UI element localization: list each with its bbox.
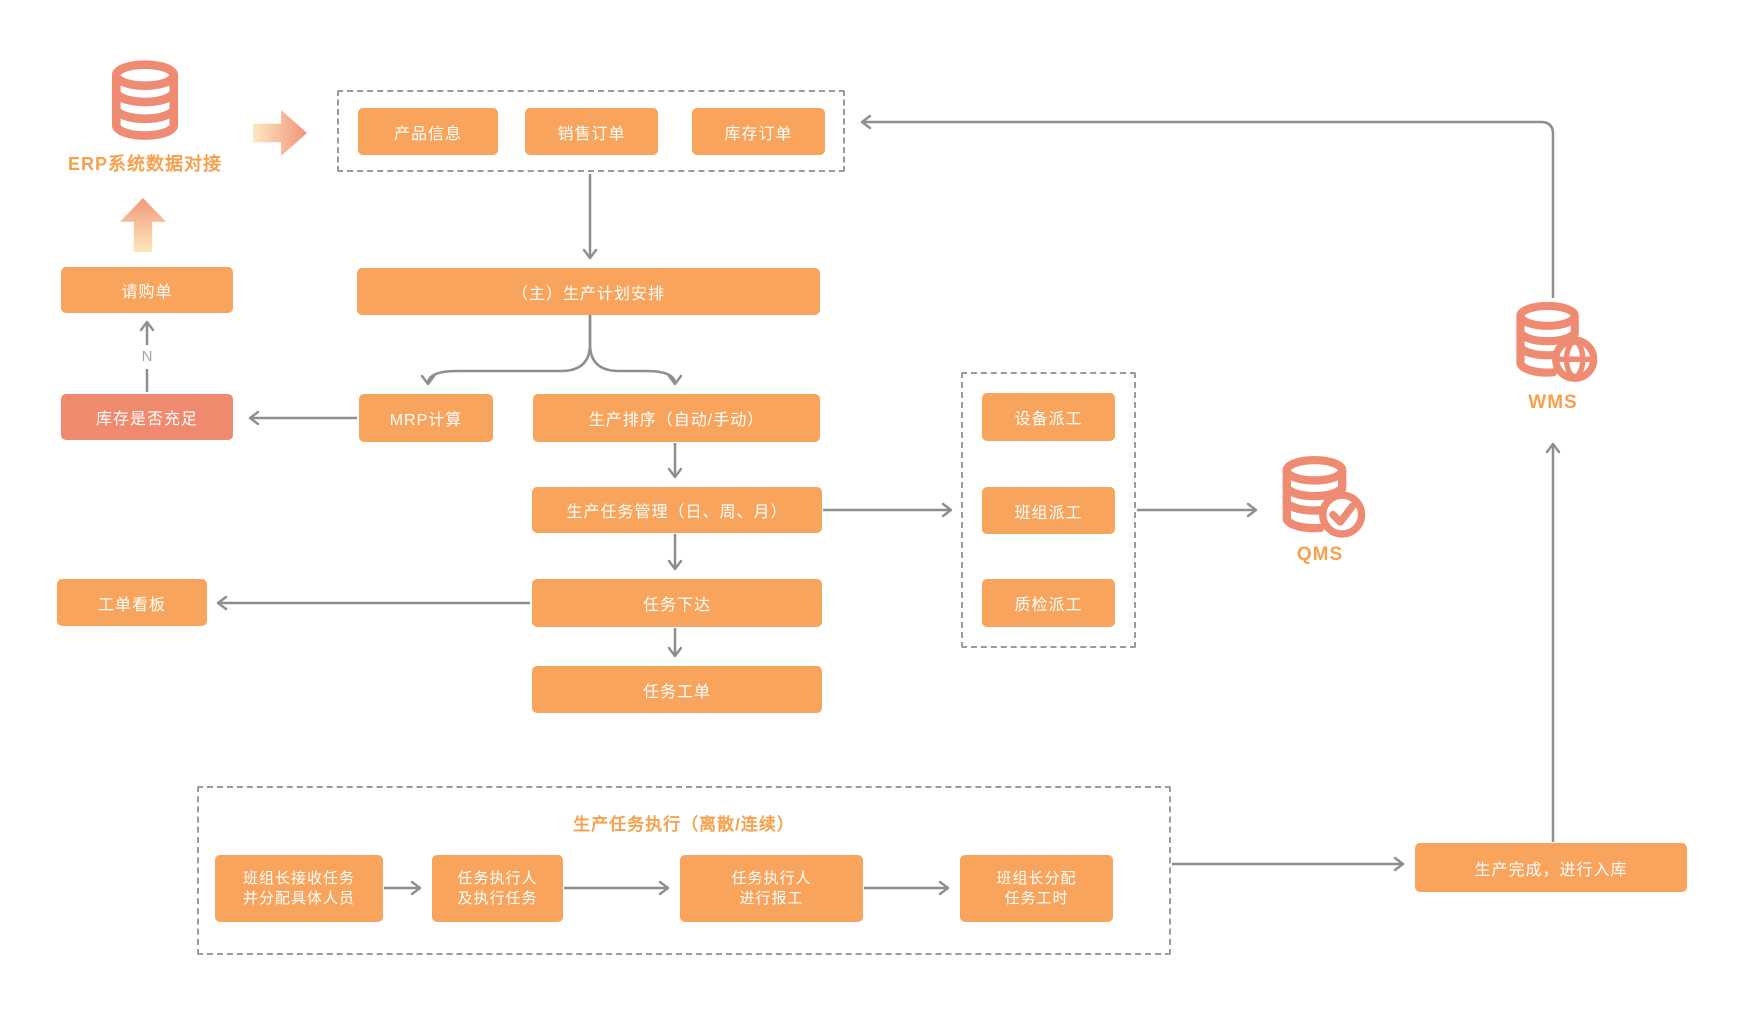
node-task-release[interactable]: 任务下达 bbox=[532, 579, 822, 627]
execution-group: 生产任务执行（离散/连续） bbox=[197, 786, 1171, 955]
node-production-sequencing[interactable]: 生产排序（自动/手动） bbox=[533, 394, 820, 442]
node-step-receive-task[interactable]: 班组长接收任务 并分配具体人员 bbox=[215, 855, 383, 922]
step-line: 进行报工 bbox=[739, 889, 804, 907]
qms-database-icon bbox=[1272, 450, 1368, 546]
node-step-report-work[interactable]: 任务执行人 进行报工 bbox=[680, 855, 863, 922]
erp-database-icon bbox=[99, 56, 191, 148]
step-line: 班组长分配 bbox=[996, 870, 1077, 887]
erp-data-group bbox=[337, 90, 845, 172]
node-quality-dispatch[interactable]: 质检派工 bbox=[982, 579, 1115, 627]
gradient-arrow-right-icon bbox=[253, 110, 307, 156]
step-line: 任务执行人 bbox=[457, 870, 538, 887]
node-work-order-board[interactable]: 工单看板 bbox=[57, 579, 207, 626]
node-task-management[interactable]: 生产任务管理（日、周、月） bbox=[532, 487, 822, 533]
dispatch-group bbox=[961, 372, 1136, 648]
node-step-execute-task[interactable]: 任务执行人 及执行任务 bbox=[432, 855, 563, 922]
execution-title: 生产任务执行（离散/连续） bbox=[573, 815, 795, 834]
step-line: 班组长接收任务 bbox=[242, 870, 355, 887]
erp-label: ERP系统数据对接 bbox=[67, 154, 222, 174]
step-line: 任务工时 bbox=[1004, 889, 1069, 907]
node-stock-check[interactable]: 库存是否充足 bbox=[61, 394, 233, 440]
step-line: 任务执行人 bbox=[731, 870, 812, 887]
node-production-complete[interactable]: 生产完成，进行入库 bbox=[1415, 843, 1687, 892]
node-main-production-plan[interactable]: （主）生产计划安排 bbox=[357, 268, 820, 315]
step-line: 并分配具体人员 bbox=[242, 889, 355, 907]
node-inventory-order[interactable]: 库存订单 bbox=[692, 108, 825, 155]
node-equipment-dispatch[interactable]: 设备派工 bbox=[982, 393, 1115, 441]
node-mrp-calc[interactable]: MRP计算 bbox=[359, 394, 493, 442]
node-purchase-request[interactable]: 请购单 bbox=[61, 267, 233, 313]
node-team-dispatch[interactable]: 班组派工 bbox=[982, 487, 1115, 534]
step-line: 及执行任务 bbox=[457, 889, 538, 907]
node-product-info[interactable]: 产品信息 bbox=[358, 108, 498, 155]
wms-label: WMS bbox=[1528, 392, 1578, 413]
gradient-arrow-up-icon bbox=[120, 198, 166, 252]
no-branch-label: N bbox=[134, 345, 160, 369]
node-task-work-order[interactable]: 任务工单 bbox=[532, 666, 822, 713]
node-step-assign-hours[interactable]: 班组长分配 任务工时 bbox=[960, 855, 1113, 922]
wms-database-icon bbox=[1506, 296, 1600, 390]
qms-label: QMS bbox=[1296, 544, 1344, 565]
node-sales-order[interactable]: 销售订单 bbox=[525, 108, 658, 155]
